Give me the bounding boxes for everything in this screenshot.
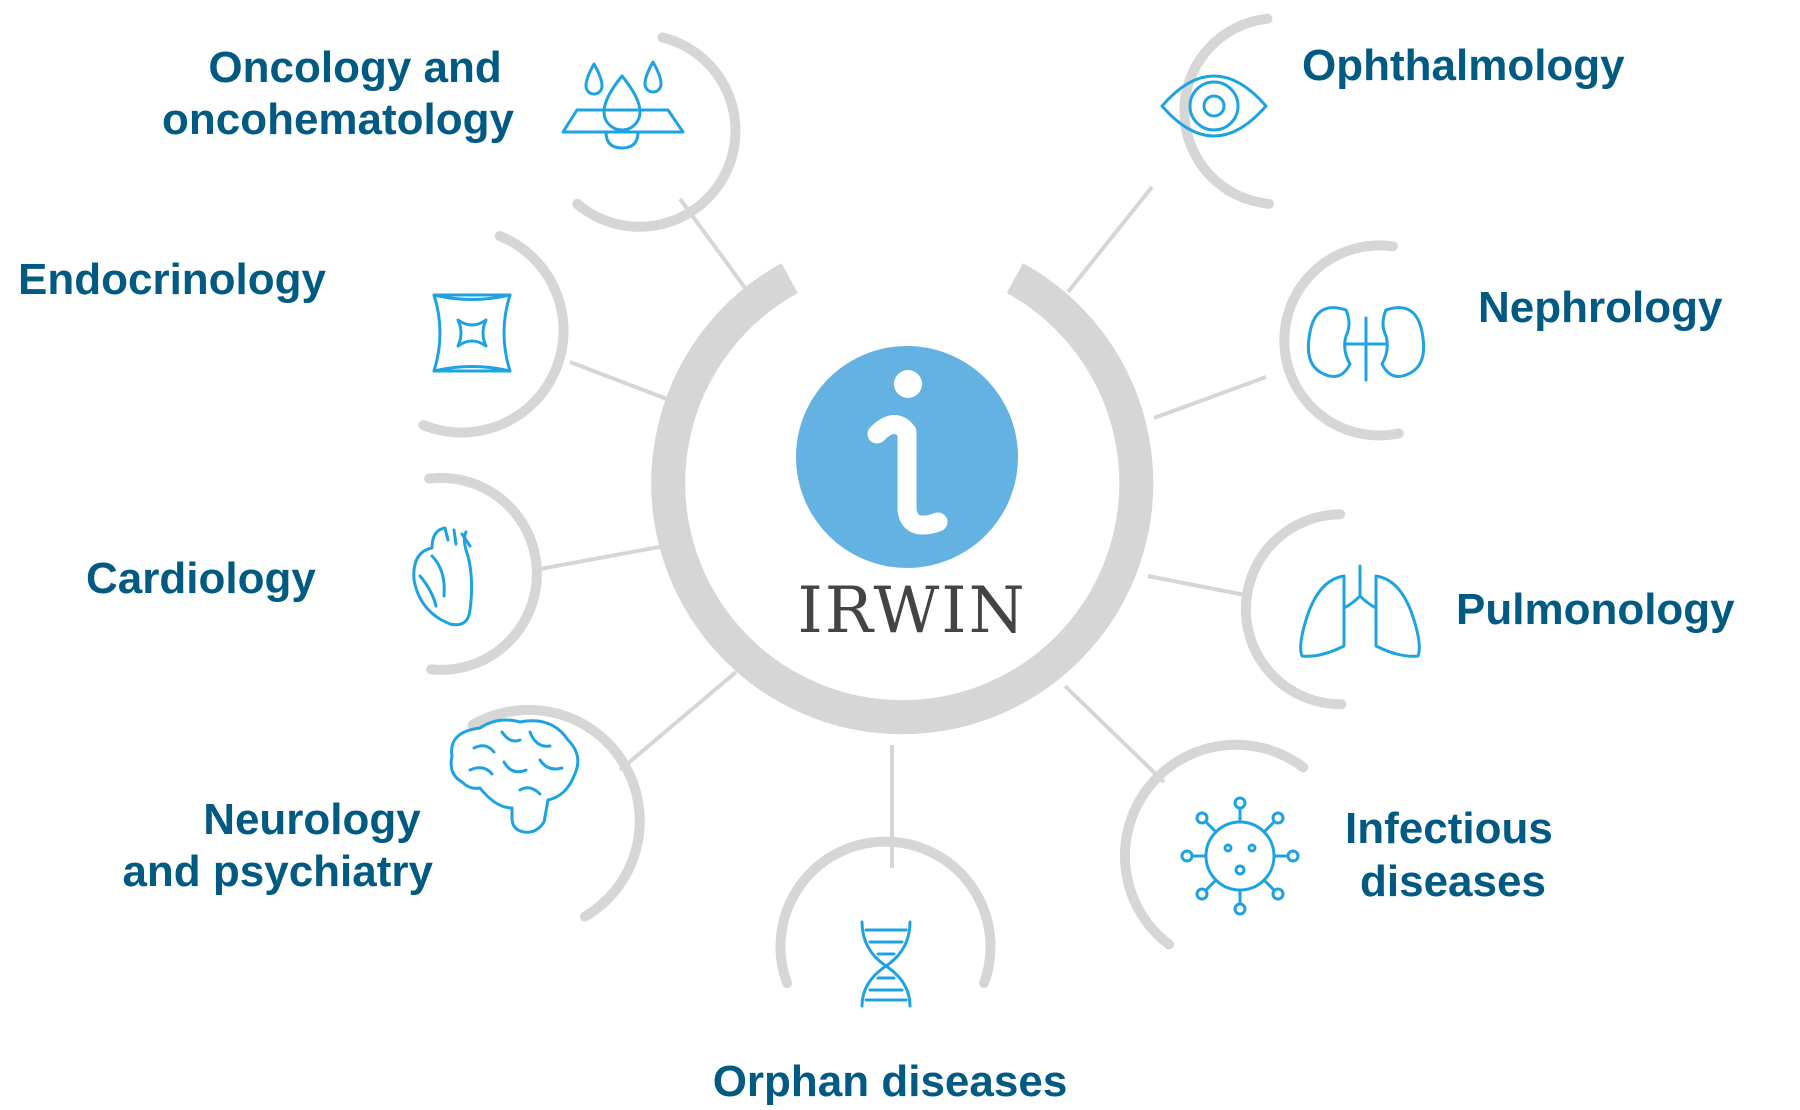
drops-icon	[561, 60, 685, 150]
center-name: IRWIN	[797, 574, 1026, 648]
dna-icon	[860, 920, 912, 1008]
thyroid-icon	[432, 293, 512, 373]
heart-icon	[412, 526, 474, 627]
lungs-icon	[1299, 564, 1421, 658]
label-infectious: Infectious diseases	[1345, 804, 1565, 906]
eye-icon	[1160, 74, 1268, 138]
label-cardiology: Cardiology	[86, 554, 316, 603]
kidneys-icon	[1306, 306, 1426, 382]
label-pulmonology: Pulmonology	[1456, 585, 1735, 634]
label-oncology: Oncology and oncohematology	[162, 43, 515, 144]
label-nephrology: Nephrology	[1478, 283, 1723, 332]
label-endocrinology: Endocrinology	[18, 255, 327, 304]
irwin-logo: IRWIN	[796, 346, 1026, 648]
label-neurology: Neurology and psychiatry	[122, 795, 433, 896]
node-arcs	[418, 13, 1404, 988]
connector-lines	[539, 185, 1267, 868]
area-labels: Oncology and oncohematology Endocrinolog…	[18, 41, 1735, 1106]
label-orphan: Orphan diseases	[713, 1057, 1068, 1106]
virus-icon	[1180, 796, 1300, 916]
label-ophthalmology: Ophthalmology	[1302, 41, 1625, 90]
brain-icon	[449, 718, 580, 834]
central-ring	[651, 263, 1154, 735]
